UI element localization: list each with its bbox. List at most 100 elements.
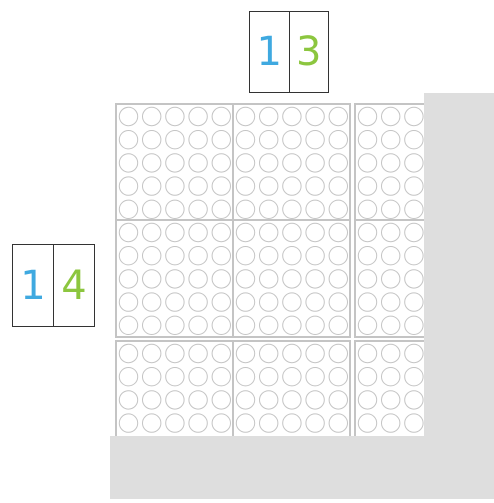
bead-lattice — [234, 342, 349, 438]
circle-outline-icon — [329, 316, 347, 334]
circle-outline-icon — [212, 270, 230, 288]
circle-outline-icon — [119, 414, 137, 432]
circle-outline-icon — [260, 293, 278, 311]
circle-outline-icon — [405, 200, 423, 218]
circle-outline-icon — [405, 177, 423, 195]
circle-outline-icon — [405, 154, 423, 172]
circle-outline-icon — [329, 270, 347, 288]
circle-outline-icon — [236, 344, 254, 362]
circle-outline-icon — [382, 177, 400, 195]
circle-outline-icon — [306, 368, 324, 386]
hundred-block — [232, 103, 351, 221]
circle-outline-icon — [189, 223, 207, 241]
circle-outline-icon — [283, 131, 301, 149]
circle-outline-icon — [283, 200, 301, 218]
bead-lattice — [117, 342, 232, 438]
circle-outline-icon — [119, 316, 137, 334]
circle-outline-icon — [405, 293, 423, 311]
circle-outline-icon — [236, 368, 254, 386]
circle-outline-icon — [329, 177, 347, 195]
circle-outline-icon — [236, 177, 254, 195]
hundred-block — [115, 103, 234, 221]
circle-outline-icon — [382, 316, 400, 334]
circle-outline-icon — [166, 200, 184, 218]
circle-outline-icon — [306, 154, 324, 172]
circle-outline-icon — [358, 293, 376, 311]
circle-outline-icon — [212, 316, 230, 334]
circle-outline-icon — [382, 247, 400, 265]
circle-outline-icon — [212, 131, 230, 149]
circle-outline-icon — [236, 391, 254, 409]
tens-block — [354, 103, 435, 221]
circle-outline-icon — [382, 107, 400, 125]
circle-outline-icon — [283, 414, 301, 432]
circle-outline-icon — [189, 414, 207, 432]
circle-outline-icon — [119, 368, 137, 386]
circle-outline-icon — [143, 270, 161, 288]
circle-outline-icon — [358, 154, 376, 172]
circle-outline-icon — [329, 368, 347, 386]
circle-outline-icon — [166, 131, 184, 149]
circle-outline-icon — [382, 391, 400, 409]
circle-outline-icon — [306, 223, 324, 241]
circle-outline-icon — [358, 344, 376, 362]
top-tens-digit: 1 — [250, 12, 289, 92]
circle-outline-icon — [189, 177, 207, 195]
circle-outline-icon — [260, 177, 278, 195]
circle-outline-icon — [306, 293, 324, 311]
circle-outline-icon — [212, 107, 230, 125]
circle-outline-icon — [283, 223, 301, 241]
circle-outline-icon — [405, 414, 423, 432]
circle-outline-icon — [382, 414, 400, 432]
circle-outline-icon — [358, 368, 376, 386]
circle-outline-icon — [358, 247, 376, 265]
circle-outline-icon — [212, 344, 230, 362]
circle-outline-icon — [189, 391, 207, 409]
circle-outline-icon — [166, 414, 184, 432]
circle-outline-icon — [306, 247, 324, 265]
circle-outline-icon — [306, 131, 324, 149]
circle-outline-icon — [283, 391, 301, 409]
circle-outline-icon — [382, 200, 400, 218]
left-number-card: 1 4 — [12, 244, 95, 327]
cover-panel-bottom — [110, 436, 494, 499]
circle-outline-icon — [212, 368, 230, 386]
circle-outline-icon — [260, 200, 278, 218]
circle-outline-icon — [358, 200, 376, 218]
circle-outline-icon — [236, 270, 254, 288]
circle-outline-icon — [166, 247, 184, 265]
circle-outline-icon — [119, 107, 137, 125]
circle-outline-icon — [119, 200, 137, 218]
circle-outline-icon — [329, 154, 347, 172]
circle-outline-icon — [119, 344, 137, 362]
circle-outline-icon — [143, 154, 161, 172]
circle-outline-icon — [143, 368, 161, 386]
circle-outline-icon — [260, 316, 278, 334]
circle-outline-icon — [283, 154, 301, 172]
circle-outline-icon — [306, 344, 324, 362]
circle-outline-icon — [283, 293, 301, 311]
circle-outline-icon — [283, 368, 301, 386]
circle-outline-icon — [212, 247, 230, 265]
circle-outline-icon — [143, 414, 161, 432]
circle-outline-icon — [119, 391, 137, 409]
circle-outline-icon — [283, 316, 301, 334]
circle-outline-icon — [189, 368, 207, 386]
circle-outline-icon — [119, 177, 137, 195]
circle-outline-icon — [329, 107, 347, 125]
circle-outline-icon — [143, 391, 161, 409]
circle-outline-icon — [405, 107, 423, 125]
circle-outline-icon — [143, 316, 161, 334]
circle-outline-icon — [166, 391, 184, 409]
circle-outline-icon — [189, 200, 207, 218]
circle-outline-icon — [189, 293, 207, 311]
circle-outline-icon — [382, 344, 400, 362]
circle-outline-icon — [358, 223, 376, 241]
circle-outline-icon — [236, 293, 254, 311]
circle-outline-icon — [382, 368, 400, 386]
bead-lattice — [117, 221, 232, 336]
circle-outline-icon — [382, 270, 400, 288]
circle-outline-icon — [166, 293, 184, 311]
circle-outline-icon — [119, 223, 137, 241]
circle-outline-icon — [329, 200, 347, 218]
